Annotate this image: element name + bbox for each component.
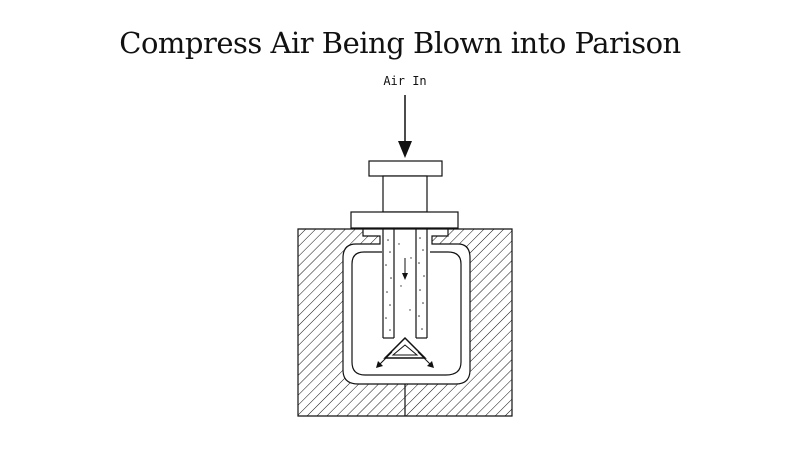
air-in-arrow [398,95,412,158]
blow-tube [382,229,428,339]
air-in-label: Air In [383,74,427,88]
blow-pin-cap [368,160,443,177]
deflector-tip [383,336,427,359]
internal-air-arrow [402,258,408,280]
parison-material-dots [385,237,425,331]
parison-outline [351,251,462,376]
air-exit-arrows [376,351,434,368]
flange-plate [350,211,459,229]
mold-block [297,228,513,417]
diagram-title: Compress Air Being Blown into Parison [119,26,681,60]
blow-pin-stem [382,175,428,213]
